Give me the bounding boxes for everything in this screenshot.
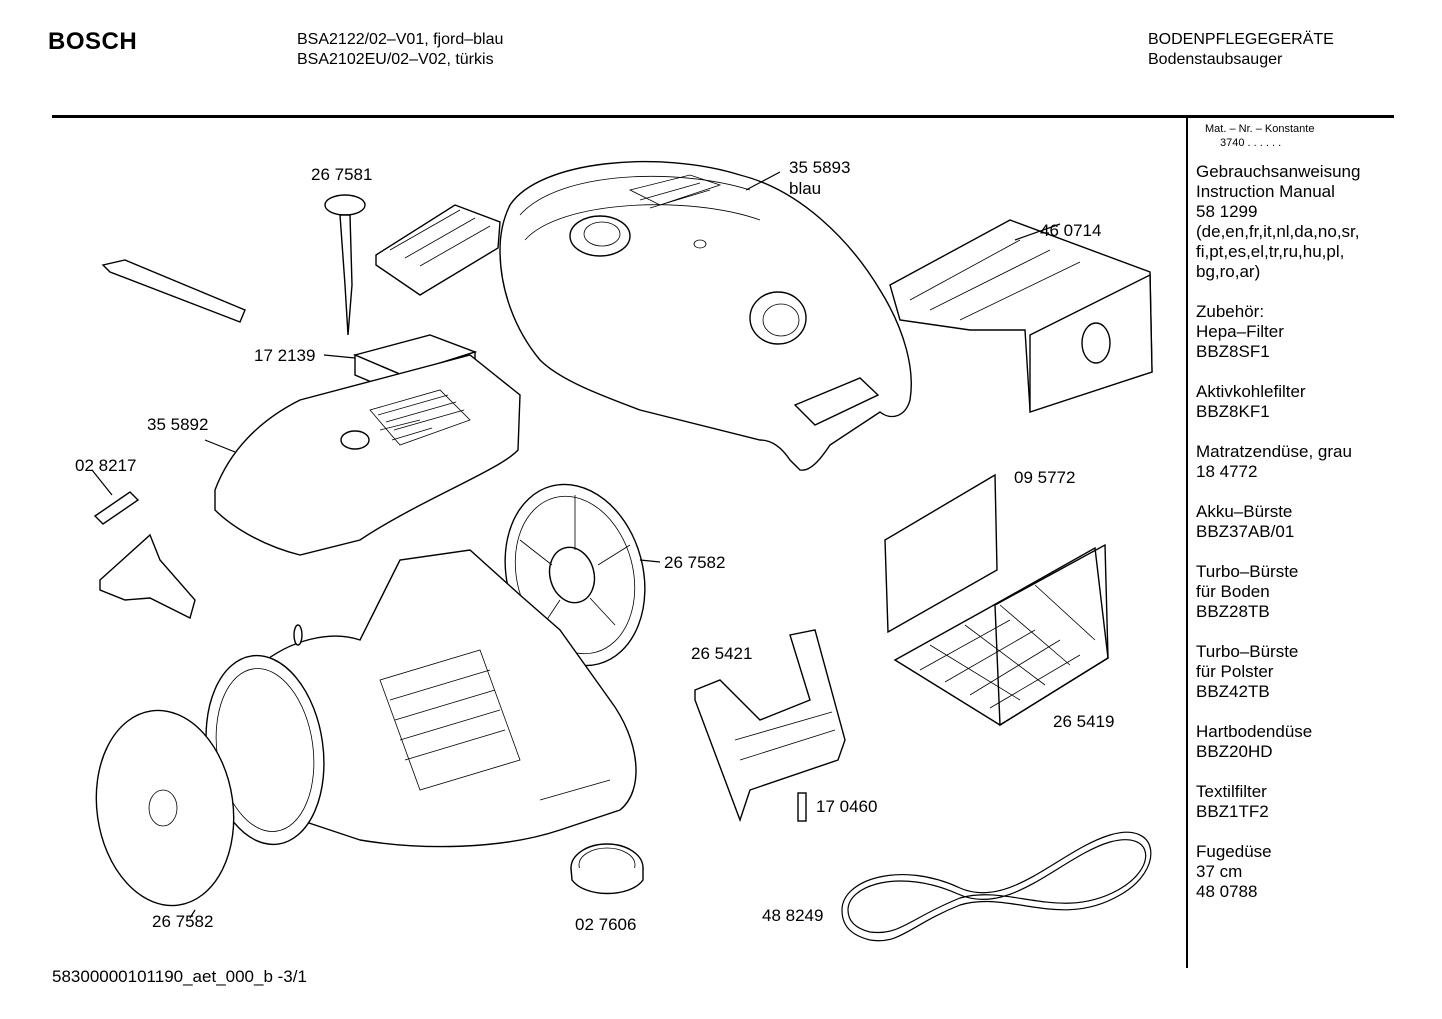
accessory-line: BBZ28TB [1196, 602, 1270, 621]
housing-part [249, 549, 637, 848]
accessory-line: Instruction Manual [1196, 182, 1335, 201]
accessory-line: BBZ8SF1 [1196, 342, 1270, 361]
model-line-2: BSA2102EU/02–V02, türkis [297, 51, 494, 68]
accessory-line: 37 cm [1196, 862, 1243, 881]
accessory-line: 58 1299 [1196, 202, 1258, 221]
accessory-line: Hepa–Filter [1196, 322, 1284, 341]
part-label-028217: 02 8217 [75, 456, 137, 475]
material-number-value: 3740 . . . . . . [1220, 137, 1282, 149]
header-divider [52, 115, 1394, 118]
middle-cover-part [204, 354, 521, 556]
accessory-line: für Boden [1196, 582, 1270, 601]
part-label-027606: 02 7606 [575, 915, 637, 934]
part-label-355893: 35 5893 [789, 158, 851, 177]
screw-part [91, 469, 140, 525]
accessory-line: fi,pt,es,el,tr,ru,hu,pl, [1196, 242, 1345, 261]
lid-part [499, 160, 912, 471]
brand-logo: BOSCH [48, 28, 138, 55]
part-label-267582-top: 26 7582 [664, 553, 726, 572]
part-label-355893-note: blau [789, 179, 822, 198]
model-line-1: BSA2122/02–V01, fjord–blau [297, 31, 504, 48]
accessory-line: BBZ42TB [1196, 682, 1270, 701]
clip-part [797, 792, 807, 822]
grille-part [893, 543, 1109, 727]
part-label-267581: 26 7581 [311, 165, 373, 184]
accessory-line: BBZ37AB/01 [1196, 522, 1295, 541]
accessory-line: Fugedüse [1196, 842, 1272, 861]
material-number-label: Mat. – Nr. – Konstante [1205, 123, 1315, 135]
accessory-line: 18 4772 [1196, 462, 1258, 481]
accessory-line: BBZ1TF2 [1196, 802, 1269, 821]
seal-strip-part [101, 259, 246, 323]
accessory-line: BBZ8KF1 [1196, 402, 1270, 421]
accessory-line: (de,en,fr,it,nl,da,no,sr, [1196, 222, 1360, 241]
float-valve-part [324, 194, 366, 336]
accessory-line: Turbo–Bürste [1196, 562, 1299, 581]
dust-bag-part [889, 219, 1153, 413]
part-label-355892: 35 5892 [147, 415, 209, 434]
accessory-line: für Polster [1196, 662, 1274, 681]
category-subtitle: Bodenstaubsauger [1148, 51, 1283, 68]
part-label-265421: 26 5421 [691, 644, 753, 663]
accessory-line: Hartbodendüse [1196, 722, 1313, 741]
accessory-line: Matratzendüse, grau [1196, 442, 1352, 461]
part-label-170460: 17 0460 [816, 797, 878, 816]
part-label-265419: 26 5419 [1053, 712, 1115, 731]
holder-part [694, 629, 846, 823]
accessory-line: Akku–Bürste [1196, 502, 1293, 521]
belt-part [841, 831, 1152, 942]
part-label-488249: 48 8249 [762, 906, 824, 925]
part-label-460714: 46 0714 [1040, 221, 1102, 240]
accessory-line: Gebrauchsanweisung [1196, 162, 1361, 181]
category-title: BODENPFLEGEGERÄTE [1148, 31, 1334, 48]
cap-part [570, 843, 644, 895]
accessory-line: Zubehör: [1196, 302, 1265, 321]
accessory-line: Turbo–Bürste [1196, 642, 1299, 661]
filter-frame-part [375, 204, 501, 296]
accessory-line: 48 0788 [1196, 882, 1258, 901]
accessory-line: BBZ20HD [1196, 742, 1273, 761]
accessory-line: bg,ro,ar) [1196, 262, 1261, 281]
front-wheel-part [95, 654, 325, 919]
material-number-block: Mat. – Nr. – Konstante 3740 . . . . . . [1205, 122, 1314, 150]
part-label-095772: 09 5772 [1014, 468, 1076, 487]
accessory-line: Aktivkohlefilter [1196, 382, 1306, 401]
part-label-267582-bottom: 26 7582 [152, 912, 214, 931]
part-label-172139: 17 2139 [254, 346, 316, 365]
bracket-part [99, 533, 196, 620]
pad-part [884, 473, 998, 634]
document-id: 58300000101190_aet_000_b -3/1 [52, 967, 307, 986]
accessory-line: Textilfilter [1196, 782, 1267, 801]
sidebar-divider [1186, 118, 1188, 968]
